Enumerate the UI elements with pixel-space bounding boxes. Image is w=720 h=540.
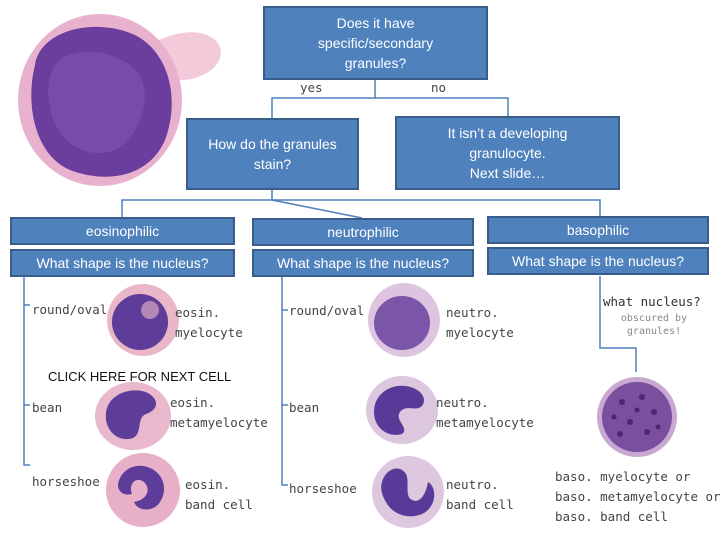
not-developing-line: Next slide… bbox=[469, 165, 546, 181]
baso-cell-names: baso. myelocyte or baso. metamyelocyte o… bbox=[555, 467, 720, 527]
root-question-line: specific/secondary bbox=[317, 35, 434, 51]
stain-question-box: How do the granules stain? bbox=[186, 118, 359, 190]
nucleus-question: What shape is the nucleus? bbox=[36, 255, 209, 271]
neutro-band-cell-label: neutro. band cell bbox=[446, 475, 514, 515]
next-cell-link[interactable]: CLICK HERE FOR NEXT CELL bbox=[48, 369, 232, 384]
basophil-image bbox=[597, 377, 677, 457]
note-line: granules! bbox=[626, 326, 682, 337]
cell-name-line: myelocyte bbox=[175, 325, 243, 340]
not-developing-box: It isn’t a developing granulocyte. Next … bbox=[395, 116, 620, 190]
cell-name-line: metamyelocyte bbox=[436, 415, 534, 430]
large-cell-image bbox=[18, 14, 221, 186]
eosino-myelocyte-image bbox=[107, 284, 179, 356]
baso-what-nucleus: what nucleus? bbox=[603, 294, 701, 309]
neutro-shape-round: round/oval bbox=[289, 303, 365, 318]
cell-name-line: myelocyte bbox=[446, 325, 514, 340]
cell-name-line: eosin. bbox=[170, 395, 216, 410]
category-label: basophilic bbox=[566, 222, 630, 238]
cell-name-line: metamyelocyte bbox=[170, 415, 268, 430]
eosino-band-cell-label: eosin. band cell bbox=[185, 475, 253, 515]
cell-name-line: band cell bbox=[446, 497, 514, 512]
nucleus-question: What shape is the nucleus? bbox=[512, 253, 684, 269]
neutro-myelocyte-label: neutro. myelocyte bbox=[446, 303, 514, 343]
eosino-myelocyte-label: eosin. myelocyte bbox=[175, 303, 243, 343]
eosino-shape-bean: bean bbox=[32, 400, 63, 415]
neutro-shape-bean: bean bbox=[289, 400, 320, 415]
category-label: eosinophilic bbox=[85, 223, 160, 239]
basophilic-box: basophilic bbox=[487, 216, 709, 244]
cell-name-line: baso. band cell bbox=[555, 509, 668, 524]
cell-name-line: neutro. bbox=[446, 305, 499, 320]
neutro-band-cell-image bbox=[372, 456, 444, 528]
not-developing-line: It isn’t a developing bbox=[447, 125, 568, 141]
cell-name-line: band cell bbox=[185, 497, 253, 512]
eosino-metamyelocyte-image bbox=[95, 382, 171, 450]
stain-question-line: stain? bbox=[253, 156, 292, 172]
neutrophilic-box: neutrophilic bbox=[252, 218, 474, 246]
neutro-metamyelocyte-image bbox=[366, 376, 438, 444]
neutro-myelocyte-image bbox=[368, 283, 440, 357]
neutro-nucleus-question-box: What shape is the nucleus? bbox=[252, 249, 474, 277]
note-line: obscured by bbox=[620, 313, 688, 324]
baso-obscured-note: obscured by granules! bbox=[614, 312, 694, 338]
cell-name-line: eosin. bbox=[175, 305, 221, 320]
no-label: no bbox=[431, 80, 447, 95]
root-question-line: granules? bbox=[344, 55, 407, 71]
eosinophilic-box: eosinophilic bbox=[10, 217, 235, 245]
baso-nucleus-question-box: What shape is the nucleus? bbox=[487, 247, 709, 275]
stain-question-line: How do the granules bbox=[208, 136, 337, 152]
not-developing-line: granulocyte. bbox=[469, 145, 546, 161]
eosino-shape-horseshoe: horseshoe bbox=[32, 474, 100, 489]
cell-name-line: neutro. bbox=[436, 395, 489, 410]
neutro-metamyelocyte-label: neutro. metamyelocyte bbox=[436, 393, 534, 433]
eosino-shape-round: round/oval bbox=[32, 302, 108, 317]
root-question-box: Does it have specific/secondary granules… bbox=[263, 6, 488, 80]
root-question-line: Does it have bbox=[336, 15, 415, 31]
neutro-shape-horseshoe: horseshoe bbox=[289, 481, 357, 496]
eosino-nucleus-question-box: What shape is the nucleus? bbox=[10, 249, 235, 277]
eosino-metamyelocyte-label: eosin. metamyelocyte bbox=[170, 393, 268, 433]
cell-name-line: baso. myelocyte or bbox=[555, 469, 691, 484]
yes-label: yes bbox=[300, 80, 323, 95]
eosino-band-cell-image bbox=[106, 453, 180, 527]
cell-name-line: neutro. bbox=[446, 477, 499, 492]
cell-name-line: baso. metamyelocyte or bbox=[555, 489, 720, 504]
nucleus-question: What shape is the nucleus? bbox=[277, 255, 449, 271]
category-label: neutrophilic bbox=[327, 224, 399, 240]
cell-name-line: eosin. bbox=[185, 477, 231, 492]
